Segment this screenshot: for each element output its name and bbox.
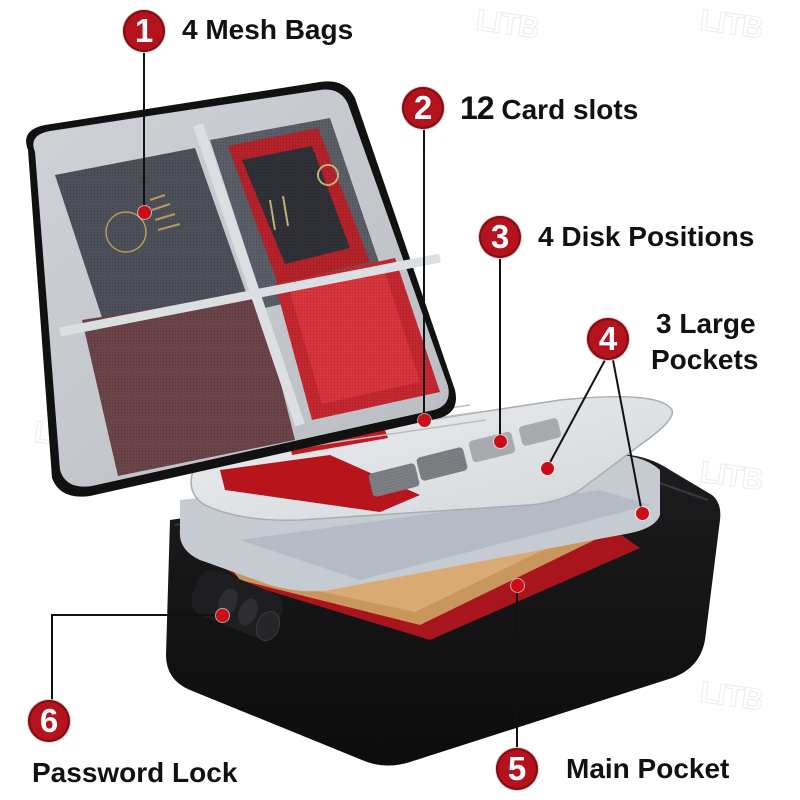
callout-badge-5: 5 [496, 748, 538, 790]
callout-label-disk-positions: 4 Disk Positions [538, 221, 755, 252]
callout-badge-6: 6 [28, 700, 70, 742]
card-slots-count: 12 [460, 90, 495, 126]
callout-label-card-slots: 12 Card slots [460, 90, 638, 127]
callout-badge-4: 4 [587, 318, 629, 360]
callout-badge-2: 2 [402, 87, 444, 129]
password-lock [191, 569, 283, 642]
hotspot-large-pockets [541, 462, 554, 475]
callout-label-large-pockets-line1: 3 Large [656, 308, 756, 339]
hotspot-disk-positions [494, 435, 507, 448]
card-slots-text: Card slots [501, 94, 639, 125]
hotspot-large-pockets [636, 507, 649, 520]
hotspot-password-lock [216, 609, 229, 622]
hotspot-card-slots [418, 414, 431, 427]
callout-badge-3: 3 [479, 216, 521, 258]
callout-label-mesh-bags: 4 Mesh Bags [182, 14, 354, 45]
callout-label-main-pocket: Main Pocket [566, 753, 730, 784]
hotspot-main-pocket [511, 579, 524, 592]
hotspot-mesh-bags [138, 206, 151, 219]
callout-label-password-lock: Password Lock [32, 757, 238, 788]
callout-badge-1: 1 [123, 10, 165, 52]
callout-label-large-pockets-line2: Pockets [651, 344, 759, 375]
